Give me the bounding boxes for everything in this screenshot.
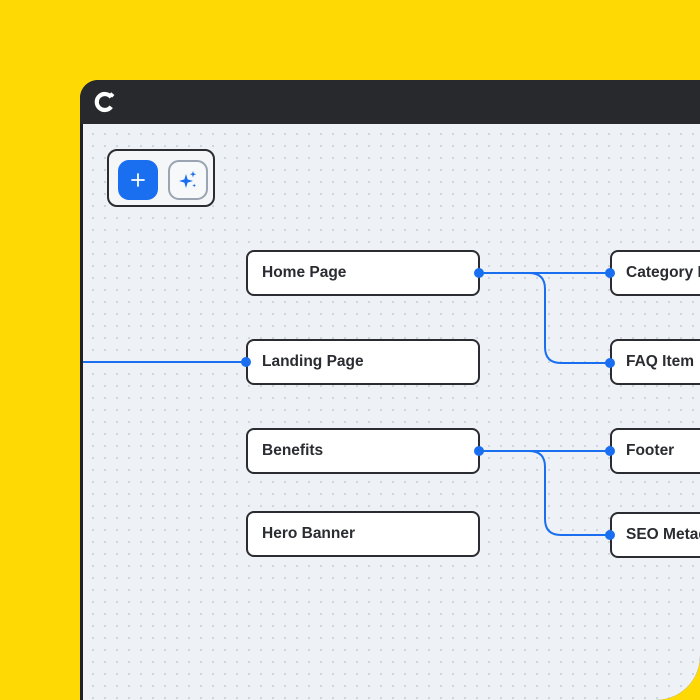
node-landing-page[interactable]: Landing Page — [246, 339, 480, 385]
node-category-page[interactable]: Category Page — [610, 250, 700, 296]
node-label: Footer — [626, 442, 675, 459]
node-footer[interactable]: Footer — [610, 428, 700, 474]
title-bar — [80, 80, 700, 124]
sparkle-icon — [179, 171, 197, 188]
node-label: SEO Metadata — [626, 526, 700, 543]
app-window: Home Page Landing Page Benefits Hero Ban… — [80, 80, 700, 700]
node-benefits[interactable]: Benefits — [246, 428, 480, 474]
canvas-toolbar — [107, 149, 215, 207]
node-home-page[interactable]: Home Page — [246, 250, 480, 296]
input-port-landing-page[interactable] — [241, 357, 251, 367]
input-port-faq-item[interactable] — [605, 358, 615, 368]
ai-assist-button[interactable] — [168, 160, 208, 200]
node-label: Home Page — [262, 264, 347, 281]
add-node-button[interactable] — [118, 160, 158, 200]
output-port-home-page[interactable] — [474, 268, 484, 278]
node-label: Hero Banner — [262, 525, 356, 542]
node-label: FAQ Item — [626, 353, 695, 370]
connector-benefits-seo — [479, 450, 615, 536]
output-port-benefits[interactable] — [474, 446, 484, 456]
node-seo-metadata[interactable]: SEO Metadata — [610, 512, 700, 558]
node-label: Benefits — [262, 442, 324, 459]
node-label: Landing Page — [262, 353, 364, 370]
node-hero-banner[interactable]: Hero Banner — [246, 511, 480, 557]
input-port-category-page[interactable] — [605, 268, 615, 278]
input-port-seo-metadata[interactable] — [605, 530, 615, 540]
node-label: Category Page — [626, 264, 700, 281]
connector-lines — [83, 272, 615, 536]
c-logo-icon[interactable] — [94, 91, 116, 113]
flow-canvas[interactable]: Home Page Landing Page Benefits Hero Ban… — [83, 124, 700, 700]
input-port-footer[interactable] — [605, 446, 615, 456]
plus-icon — [131, 173, 145, 187]
connector-home-faq — [479, 272, 615, 364]
node-faq-item[interactable]: FAQ Item — [610, 339, 700, 385]
